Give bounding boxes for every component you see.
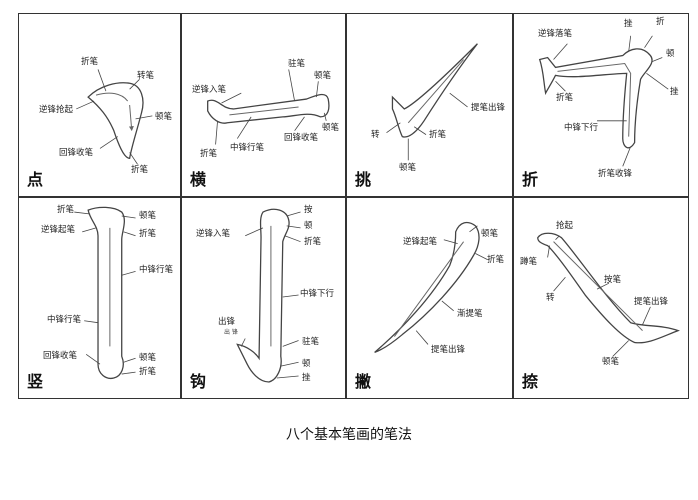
panel-title: 折 (522, 170, 539, 189)
label: 挫 (302, 373, 311, 383)
label: 折笔 (57, 205, 75, 215)
label: 转 (371, 130, 380, 140)
panel-title: 撇 (355, 372, 372, 391)
label: 按 (304, 205, 313, 215)
label: 出 锋 (224, 329, 238, 336)
label: 驻笔 (302, 337, 320, 347)
label: 中锋下行 (564, 123, 599, 133)
panel-tiao: 提笔出锋 转 折笔 顿笔 挑 (346, 13, 513, 197)
panel-title: 钩 (190, 372, 207, 391)
label: 折笔 (304, 237, 322, 247)
panel-gou: 按 逆锋入笔 顿 折笔 中锋下行 出锋 出 锋 驻笔 顿 挫 钩 (181, 197, 346, 399)
label: 顿笔 (155, 112, 173, 122)
stroke-pie-drawing (374, 221, 488, 353)
panel-title: 捺 (522, 372, 539, 391)
label: 折笔 (487, 255, 505, 265)
stroke-gou-drawing (236, 208, 301, 383)
panel-pie: 顿笔 逆锋起笔 折笔 渐提笔 提笔出锋 撇 (346, 197, 513, 399)
label: 提笔出锋 (471, 103, 506, 113)
label: 中锋行笔 (47, 315, 82, 325)
label: 顿笔 (481, 229, 499, 239)
label: 折笔 (139, 229, 157, 239)
label: 折笔 (131, 165, 149, 175)
label: 转笔 (137, 71, 155, 81)
label: 中锋下行 (300, 289, 335, 299)
label: 折笔 (429, 130, 447, 140)
label: 蹲笔 (520, 257, 538, 267)
panel-title: 挑 (355, 170, 372, 189)
label: 逆锋抢起 (39, 105, 74, 115)
label: 按笔 (604, 275, 622, 285)
strokes-grid: 折笔 转笔 逆锋抢起 顿笔 回锋收笔 折笔 点 驻笔 顿笔 逆锋入笔 中锋行笔 … (18, 13, 689, 399)
label: 逆锋落笔 (538, 29, 573, 39)
label: 顿 (304, 221, 313, 231)
label: 折笔 (139, 367, 157, 377)
label: 顿笔 (399, 163, 417, 173)
label: 折笔 (81, 57, 99, 67)
label: 顿 (302, 359, 311, 369)
panel-title: 竖 (27, 372, 44, 391)
label: 逆锋入笔 (192, 85, 227, 95)
label: 抢起 (556, 221, 574, 231)
label: 提笔出锋 (431, 345, 466, 355)
label: 顿笔 (139, 211, 157, 221)
label: 挫 (670, 87, 679, 97)
label: 中锋行笔 (230, 143, 265, 153)
label: 渐提笔 (457, 309, 483, 319)
stroke-heng-drawing (207, 69, 330, 145)
panel-title: 点 (27, 170, 44, 189)
label: 逆锋起笔 (41, 225, 76, 235)
panel-title: 横 (190, 170, 207, 189)
label: 挫 (624, 19, 633, 29)
label: 转 (546, 293, 555, 303)
label: 提笔出锋 (634, 297, 669, 307)
label: 出锋 (218, 317, 236, 327)
panel-na: 抢起 蹲笔 按笔 转 提笔出锋 顿笔 捺 (513, 197, 689, 399)
figure-caption: 八个基本笔画的笔法 (286, 427, 412, 443)
label: 折 (656, 17, 665, 27)
label: 中锋行笔 (139, 265, 174, 275)
label: 折笔 (200, 149, 218, 159)
label: 顿 (666, 49, 675, 59)
panel-dian: 折笔 转笔 逆锋抢起 顿笔 回锋收笔 折笔 点 (18, 13, 181, 197)
label: 逆锋起笔 (403, 237, 438, 247)
label: 顿笔 (322, 123, 340, 133)
label: 顿笔 (314, 71, 332, 81)
label: 折笔 (556, 93, 574, 103)
stroke-dian-drawing (76, 69, 153, 165)
stroke-shu-drawing (74, 206, 136, 380)
stroke-na-drawing (537, 232, 680, 357)
stroke-tiao-drawing (386, 43, 478, 161)
label: 逆锋入笔 (196, 229, 231, 239)
label: 顿笔 (602, 357, 620, 367)
label: 回锋收笔 (43, 351, 78, 361)
label: 顿笔 (139, 353, 157, 363)
label: 折笔收锋 (598, 169, 633, 179)
panel-zhe: 逆锋落笔 挫 折 顿 挫 折笔 中锋下行 折笔收锋 折 (513, 13, 689, 197)
panel-shu: 折笔 顿笔 逆锋起笔 折笔 中锋行笔 中锋行笔 回锋收笔 顿笔 折笔 竖 (18, 197, 181, 399)
label: 驻笔 (288, 59, 306, 69)
label: 回锋收笔 (284, 133, 319, 143)
stroke-zhe-drawing (538, 35, 669, 167)
label: 回锋收笔 (59, 148, 94, 158)
panel-heng: 驻笔 顿笔 逆锋入笔 中锋行笔 折笔 回锋收笔 顿笔 横 (181, 13, 346, 197)
